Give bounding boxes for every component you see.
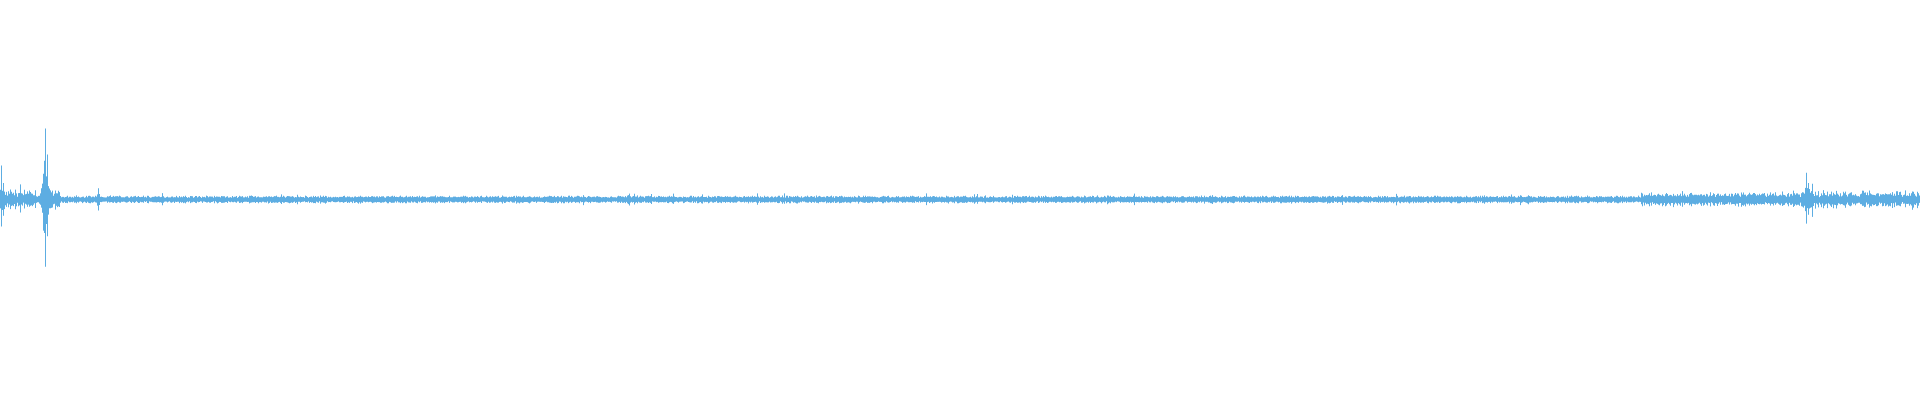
waveform-trace xyxy=(0,128,1920,267)
